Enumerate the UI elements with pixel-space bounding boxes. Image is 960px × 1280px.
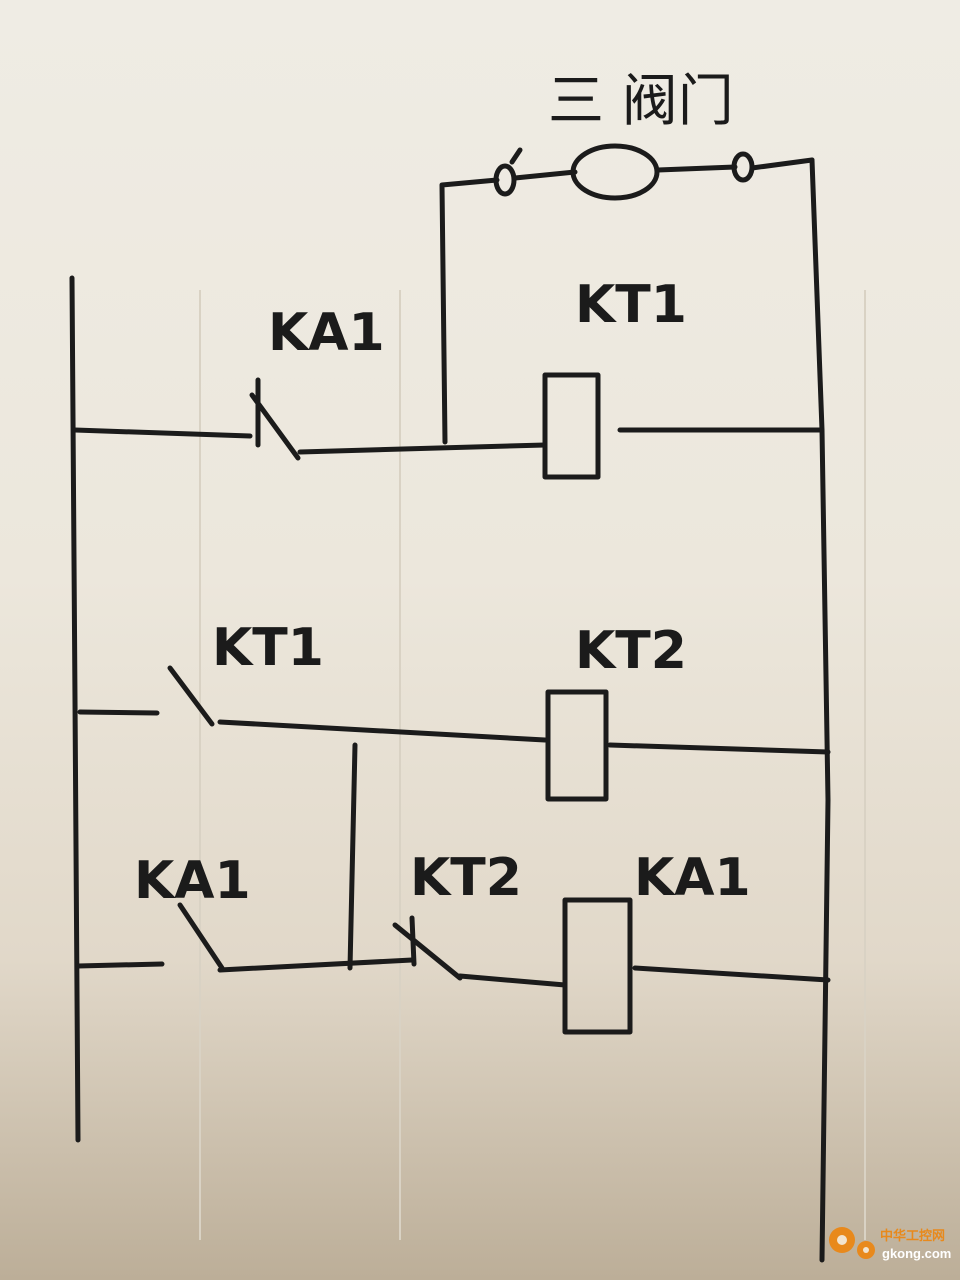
kt2-coil: [545, 689, 609, 802]
seal-in-wire: [347, 742, 358, 971]
valve-terminal-left: [493, 163, 517, 197]
ka1-coil: [562, 897, 633, 1035]
valve-terminal-right: [731, 151, 755, 183]
label-kt1-coil: KT1: [575, 275, 687, 335]
ka1-contact-rung1: [249, 377, 301, 461]
rung1-wire: [72, 427, 825, 455]
label-ka1-top: KA1: [268, 303, 385, 363]
kt2-contact-rung3: [392, 915, 463, 981]
ka1-contact-rung3: [177, 902, 225, 971]
watermark-cn: 中华工控网: [880, 1228, 945, 1243]
valve-tick-mark: [509, 147, 523, 165]
valve-branch-wire: [439, 157, 815, 445]
watermark-en: gkong.com: [882, 1246, 951, 1261]
label-ka1-left: KA1: [134, 851, 251, 911]
label-ka1-coil: KA1: [634, 848, 751, 908]
watermark-logo: 中华工控网 gkong.com: [829, 1227, 951, 1261]
label-kt2-coil: KT2: [575, 621, 687, 681]
rung3-wire: [75, 957, 831, 988]
rung2-wire: [77, 709, 831, 755]
valve-title: 三 阀门: [548, 69, 734, 134]
label-kt2-contact: KT2: [410, 848, 522, 908]
right-rail: [809, 157, 831, 1263]
kt1-coil: [542, 372, 601, 480]
kt1-contact-rung2: [167, 665, 215, 727]
left-rail: [69, 275, 81, 1143]
valve-coil: [570, 143, 660, 201]
label-kt1-contact: KT1: [212, 618, 324, 678]
